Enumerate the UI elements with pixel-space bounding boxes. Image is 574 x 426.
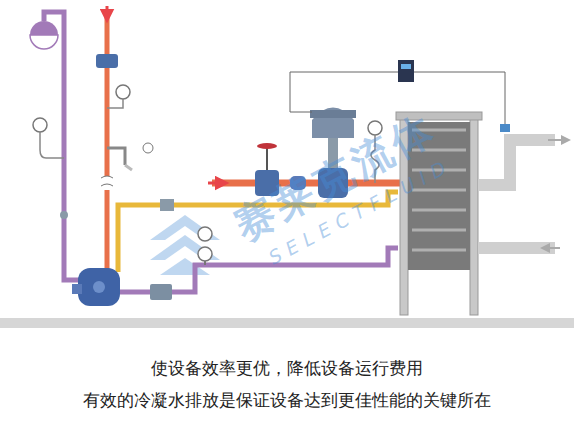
pump-trap [72,268,120,306]
floor [0,318,574,328]
plate-heat-exchanger [396,112,482,315]
balance-line [118,192,398,272]
vent-line [30,12,80,280]
motive-steam-line [96,6,153,270]
watermark: 赛莱克流体 [225,102,445,254]
ball-valve [160,199,174,211]
watermark: SELECTFLUID [265,153,456,268]
condensate-line [120,227,398,300]
secondary-pipes [478,140,566,248]
steam-main [208,108,400,199]
caption-text: 使设备效率更优，降低设备运行费用 有效的冷凝水排放是保证设备达到更佳性能的关键所… [0,352,574,416]
